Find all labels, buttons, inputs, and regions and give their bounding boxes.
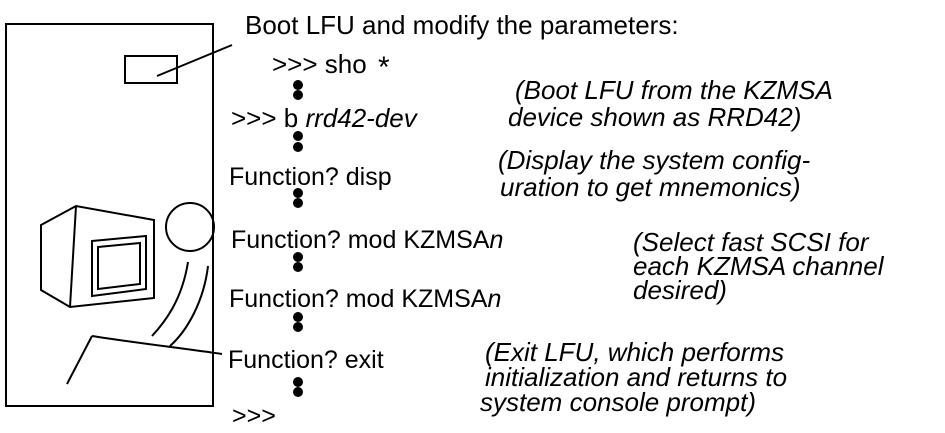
step-mod-2: Function? mod KZMSAn xyxy=(229,285,501,313)
step-prompt: >>> b xyxy=(231,103,306,133)
note-line: desired) xyxy=(633,275,727,305)
step-exit: Function? exit xyxy=(228,346,384,374)
note-exit-lfu: (Exit LFU, which performs initialization… xyxy=(478,337,788,417)
note-line: (Select fast SCSI for xyxy=(633,227,869,257)
device-pointer-line xyxy=(156,44,233,77)
device-slot-icon xyxy=(124,55,178,84)
note-boot-lfu: (Boot LFU from the KZMSA device shown as… xyxy=(508,77,833,131)
step-disp: Function? disp xyxy=(229,163,392,191)
note-line: (Boot LFU from the KZMSA xyxy=(515,75,833,105)
step-arg: n xyxy=(487,285,502,313)
note-line: system console prompt) xyxy=(480,387,756,417)
step-mod-1: Function? mod KZMSAn xyxy=(231,226,503,254)
note-line: each KZMSA channel xyxy=(633,251,884,281)
note-select-fast-scsi: (Select fast SCSI for each KZMSA channel… xyxy=(633,227,884,305)
note-line: (Display the system config- xyxy=(498,145,811,175)
step-prompt: >>> xyxy=(232,402,276,430)
computer-cabinet-icon xyxy=(5,23,214,407)
step-prompt: Function? mod KZMSA xyxy=(229,285,488,313)
step-prompt: >>> sho xyxy=(272,49,367,79)
step-prompt: Function? disp xyxy=(229,163,392,191)
step-arg: * xyxy=(377,51,390,84)
step-arg: n xyxy=(489,226,504,254)
diagram-title: Boot LFU and modify the parameters: xyxy=(245,10,679,40)
step-prompt: Function? mod KZMSA xyxy=(231,226,490,254)
step-prompt: Function? exit xyxy=(228,346,384,374)
step-final-prompt: >>> xyxy=(232,402,276,430)
step-arg: rrd42-dev xyxy=(305,103,417,133)
note-line: initialization and returns to xyxy=(485,362,788,392)
step-show: >>> sho * xyxy=(272,49,390,83)
operator-figure-icon xyxy=(66,202,223,385)
note-line: (Exit LFU, which performs xyxy=(485,337,785,367)
step-connector-dots xyxy=(293,80,303,397)
terminal-icon xyxy=(40,204,155,309)
note-line: uration to get mnemonics) xyxy=(500,172,801,202)
note-line: device shown as RRD42) xyxy=(508,102,802,132)
note-display-config: (Display the system config- uration to g… xyxy=(498,147,810,201)
step-boot: >>> b rrd42-dev xyxy=(231,104,417,132)
